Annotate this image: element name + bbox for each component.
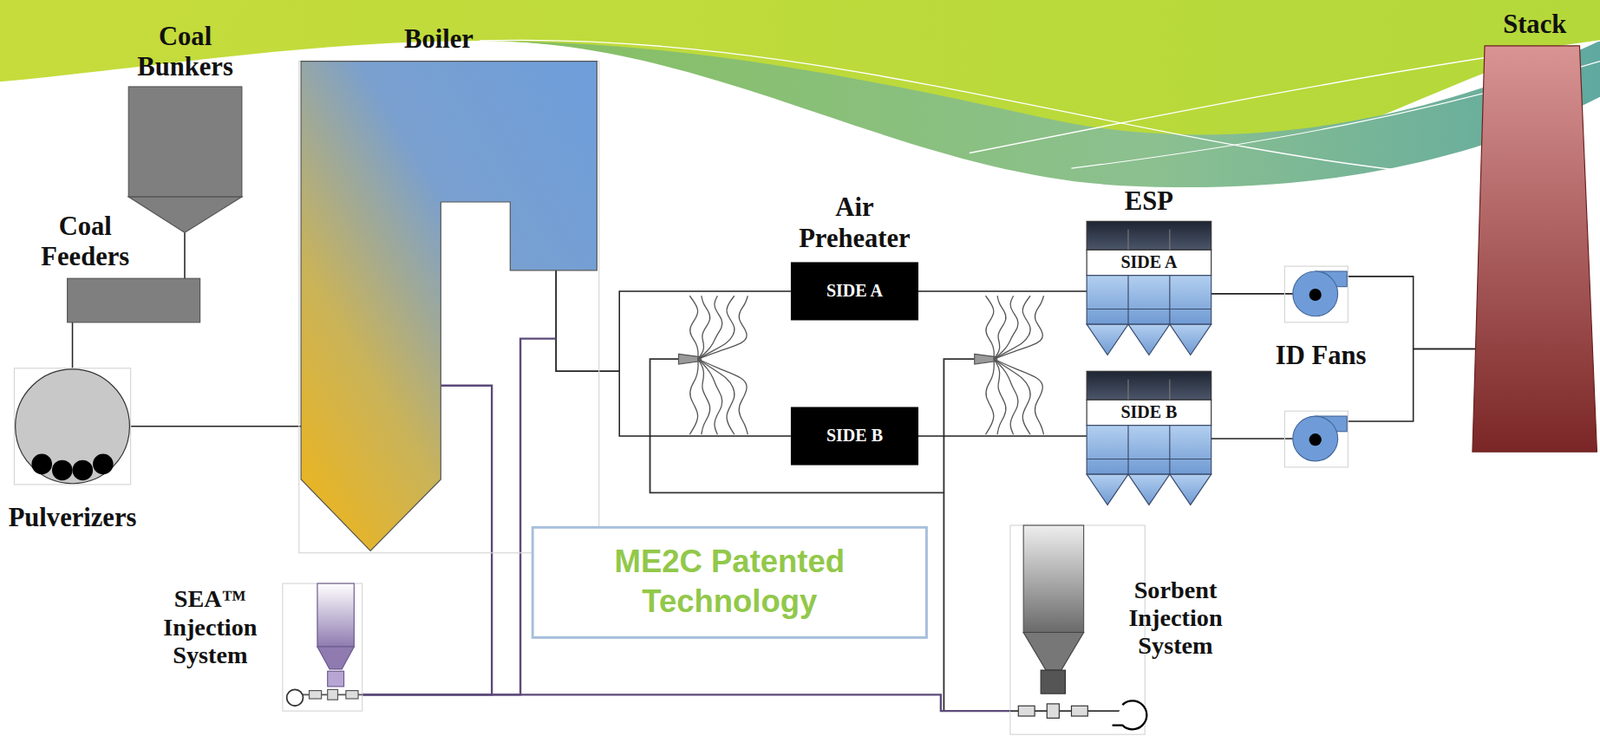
boiler: Boiler	[300, 61, 597, 552]
node-title: SEA™ Injection System	[142, 585, 280, 670]
side-label: SIDE A	[790, 261, 919, 320]
sorbent-injection-system: Sorbent Injection System	[1010, 525, 1145, 735]
node-title: Coal Feeders	[26, 211, 144, 273]
spray-line	[689, 359, 699, 435]
boiler-shape	[300, 61, 597, 552]
air-preheater-box: SIDE B	[790, 406, 919, 465]
spray-line	[698, 295, 723, 360]
id-fan	[1284, 266, 1348, 323]
spray-line	[993, 359, 1031, 435]
spray-line	[985, 359, 994, 435]
sorbent-line	[650, 359, 945, 493]
technology-label: ME2C Patented Technology	[532, 527, 927, 638]
sorbent-injection-system-shape	[1010, 525, 1145, 735]
spray-line	[698, 295, 735, 360]
technology-box: ME2C Patented Technology	[532, 527, 927, 638]
node-title: Air Preheater	[790, 193, 919, 255]
side-label: SIDE B	[1086, 399, 1212, 425]
process-line	[183, 232, 186, 279]
process-line	[555, 270, 791, 437]
spray-line	[698, 359, 748, 435]
node-title: Pulverizers	[0, 502, 151, 534]
sorbent-line	[943, 359, 1010, 712]
spray-line	[689, 295, 699, 360]
process-line	[1211, 276, 1476, 350]
sea-injection-system: SEA™ Injection System	[282, 583, 363, 712]
spray-line	[698, 359, 735, 435]
fan-label: ID Fans	[1275, 340, 1367, 372]
injection-line	[362, 694, 1011, 712]
process-line	[130, 425, 302, 428]
node-title: Stack	[1468, 9, 1600, 40]
sea-injection-system-shape	[282, 583, 363, 712]
coal-bunker-shape	[123, 86, 246, 236]
node-title: Coal Bunkers	[121, 21, 249, 83]
stack-shape	[1472, 45, 1598, 452]
node-title: Sorbent Injection System	[1109, 576, 1242, 661]
esp-unit-shape	[1086, 221, 1212, 355]
side-label: SIDE A	[1086, 249, 1212, 275]
pulverizer: Pulverizers	[13, 368, 131, 485]
stack: Stack	[1472, 45, 1598, 452]
esp-unit-shape	[1086, 371, 1212, 505]
process-line	[71, 322, 74, 369]
process-line	[555, 270, 791, 372]
process-line	[918, 290, 1087, 293]
node-title: ESP	[1086, 186, 1212, 217]
spray-line	[993, 359, 1044, 435]
esp-unit: ESPSIDE A	[1086, 221, 1212, 355]
technology-box-shape	[532, 527, 927, 638]
side-label: SIDE B	[790, 406, 919, 465]
spray-line	[985, 295, 994, 360]
coal-feeder-shape	[67, 278, 201, 323]
spray-line	[993, 359, 1019, 435]
pulverizer-shape	[13, 368, 131, 485]
process-line	[918, 435, 1087, 438]
coal-feeder: Coal Feeders	[67, 278, 201, 323]
spray-line	[698, 295, 748, 360]
esp-unit: SIDE B	[1086, 371, 1212, 505]
spray-line	[993, 295, 1031, 360]
node-title: Boiler	[362, 24, 516, 55]
spray-line	[993, 295, 1044, 360]
id-fan	[1284, 411, 1348, 468]
spray-line	[698, 359, 723, 435]
air-preheater-box: Air PreheaterSIDE A	[790, 261, 919, 320]
coal-bunker: Coal Bunkers	[123, 86, 246, 236]
spray-line	[993, 295, 1019, 360]
